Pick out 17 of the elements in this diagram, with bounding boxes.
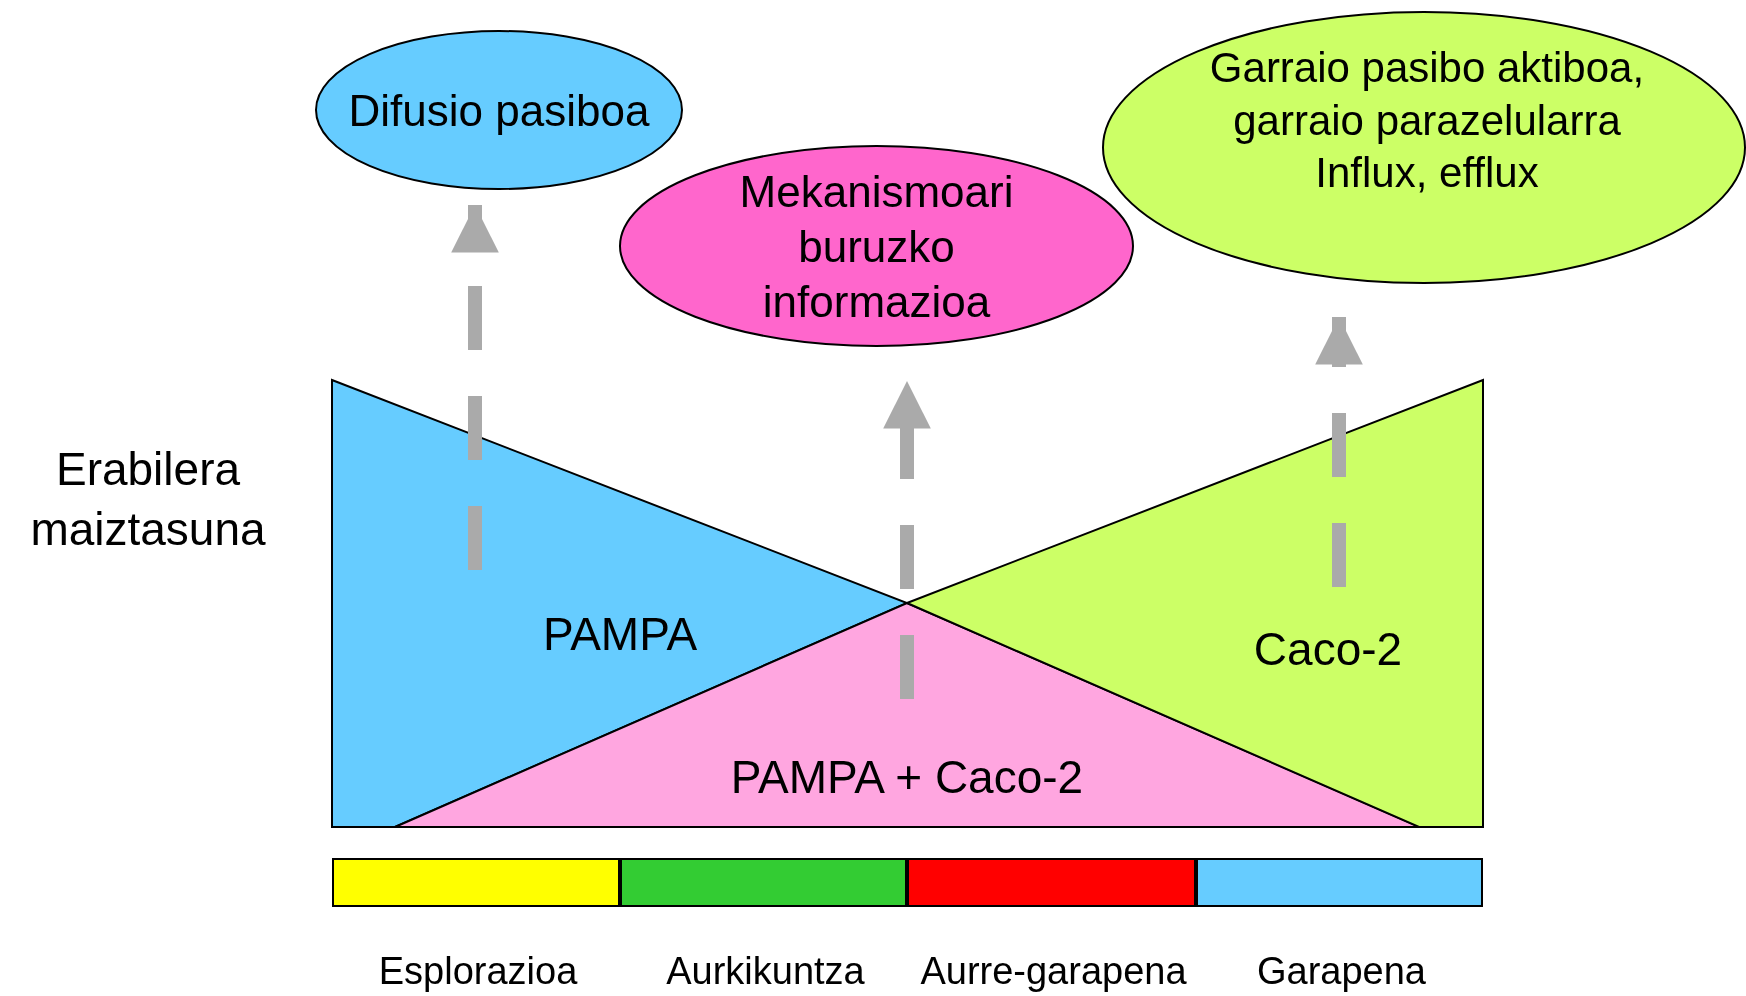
dashed-arrow [883,381,931,699]
triangle-label: PAMPA [541,607,699,663]
ellipse-label: Difusio pasiboa [347,84,651,137]
phase-label: Esplorazioa [377,949,579,994]
phase-label: Aurre-garapena [919,949,1188,994]
triangle-label: Caco-2 [1252,622,1404,678]
ellipse-shape [1102,11,1746,284]
ellipse-label: Mekanismoari buruzko informazioa [738,165,1015,328]
ellipse-shape [619,145,1134,347]
ellipse-label: Garraio pasibo aktiboa, garraio parazelularra Influx, efflux [1208,51,1646,191]
triangle-label: PAMPA + Caco-2 [729,750,1085,806]
dashed-arrow [451,205,499,570]
ellipse-shape [315,30,683,190]
axis-label: Erabilera maiztasuna [29,442,267,557]
phase-label: Aurkikuntza [665,949,866,994]
phase-label: Garapena [1256,949,1427,994]
triangle-shape [395,603,1420,827]
